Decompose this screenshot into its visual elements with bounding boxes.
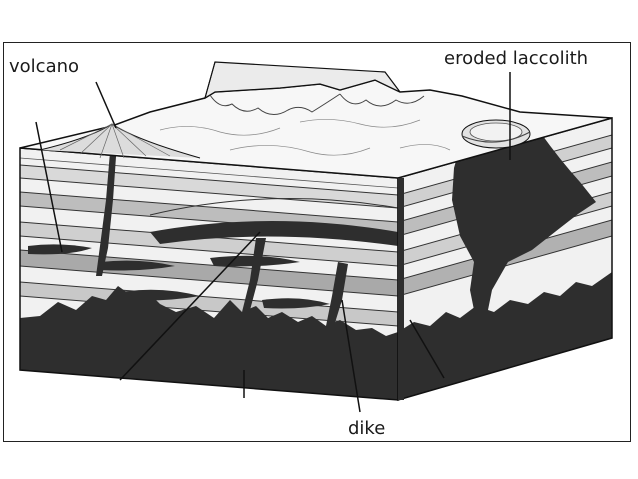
pointer-lines	[35, 72, 511, 413]
volcano-label: volcano	[9, 56, 80, 77]
sill-pointer-line	[35, 121, 63, 253]
side-pointer-line	[409, 319, 445, 379]
volcano-pointer-line	[95, 81, 117, 129]
dike-label: dike	[348, 418, 386, 439]
front-strata	[20, 148, 398, 400]
dike-pointer-line-2	[119, 231, 261, 381]
front-face	[19, 147, 399, 401]
top-surface	[19, 61, 613, 400]
eroded-laccolith-label: eroded laccolith	[444, 48, 589, 69]
side-face	[397, 117, 613, 401]
side-strata	[398, 118, 612, 400]
dike-pointer-line-1	[341, 299, 361, 413]
